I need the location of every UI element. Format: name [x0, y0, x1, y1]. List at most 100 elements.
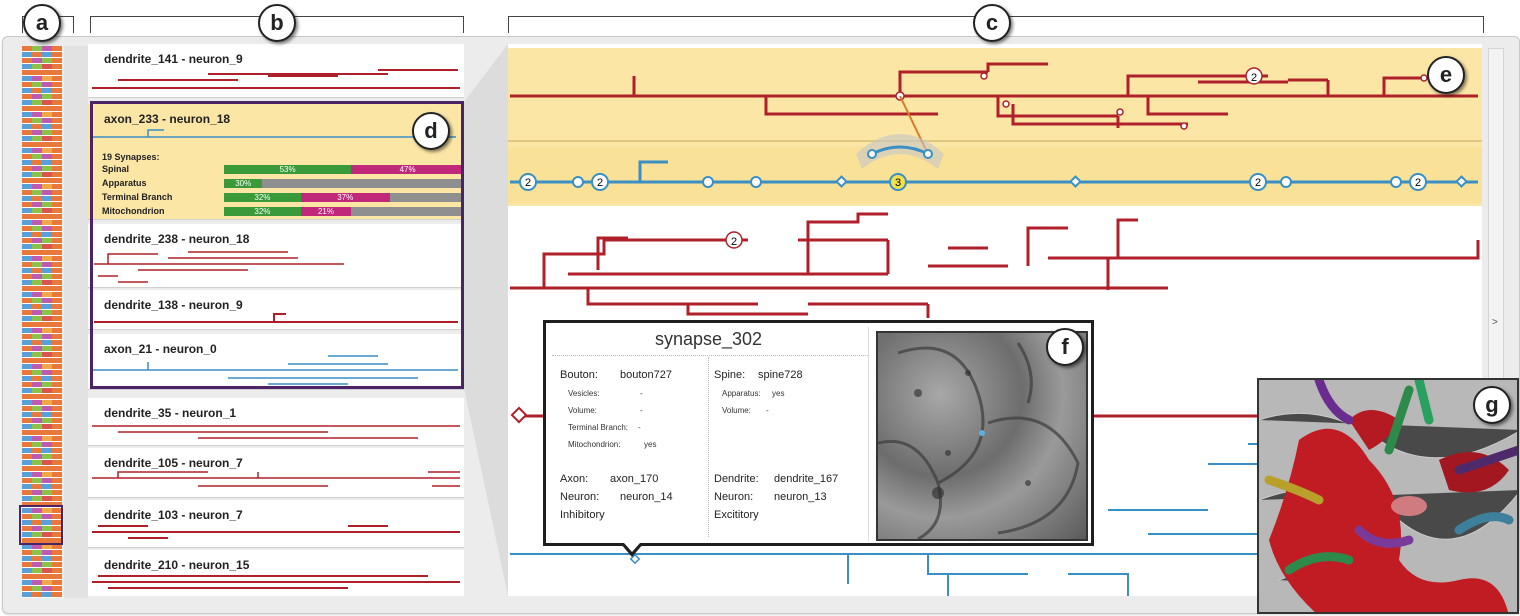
mitochondrion-label: Mitochondrion: [568, 440, 621, 449]
synapse-stat-bar: 32%37% [224, 193, 464, 202]
neuron-value: neuron_14 [620, 491, 673, 503]
list-item[interactable]: dendrite_141 - neuron_9 [88, 44, 464, 98]
overview-connector [64, 46, 88, 598]
list-item[interactable]: dendrite_238 - neuron_18 [88, 224, 464, 288]
overview-column [32, 46, 42, 598]
scroll-right-icon[interactable]: > [1492, 317, 1498, 328]
postsynaptic-type: Excititory [714, 509, 759, 521]
tooltip-pointer [620, 543, 644, 557]
synapse-count: 19 Synapses: [102, 152, 160, 162]
axon-label: Axon: [560, 473, 589, 485]
vesicles-label: Vesicles: [568, 389, 600, 398]
bouton-label: Bouton: [560, 369, 598, 381]
axon-glyph [92, 129, 456, 138]
dendrite-glyph [92, 425, 460, 439]
list-item[interactable]: dendrite_103 - neuron_7 [88, 500, 464, 548]
axon-path [510, 145, 1478, 184]
3d-reconstruction-view[interactable] [1257, 378, 1519, 614]
list-item-title: axon_21 - neuron_0 [104, 342, 217, 356]
overview-strip[interactable] [22, 46, 64, 598]
overview-column [22, 46, 32, 598]
node-count: 2 [1415, 177, 1421, 189]
synapse-stat-bar: 53%47% [224, 165, 464, 174]
label-a: a [23, 4, 61, 42]
dendrite-label: Dendrite: [714, 473, 759, 485]
bouton-value: bouton727 [620, 369, 672, 381]
node-count: 2 [1255, 177, 1261, 189]
dendrite-glyph [92, 525, 460, 539]
list-item-title: dendrite_103 - neuron_7 [104, 508, 243, 522]
list-item-title: dendrite_210 - neuron_15 [104, 558, 250, 572]
list-item[interactable]: dendrite_105 - neuron_7 [88, 448, 464, 498]
presynaptic-type: Inhibitory [560, 509, 605, 521]
synapse-stat-label: Spinal [102, 164, 130, 174]
dendrite-path-lower [510, 212, 1480, 318]
em-image [876, 331, 1088, 541]
synapse-tooltip: synapse_302 Bouton: bouton727 Vesicles: … [543, 320, 1094, 546]
spine-label: Spine: [714, 369, 746, 381]
label-f: f [1046, 328, 1084, 366]
axon-value: axon_170 [610, 473, 659, 485]
spine-volume-value: - [766, 406, 769, 415]
label-g: g [1473, 386, 1511, 424]
label-b: b [258, 4, 296, 42]
synapse-stat-segment: 30% [224, 179, 263, 188]
volume-label: Volume: [568, 406, 597, 415]
synapse-stat-row: Apparatus 30% [102, 178, 464, 189]
synapse-stat-row: Terminal Branch 32%37% [102, 192, 464, 203]
synapse-stat-row: Mitochondrion 32%21% [102, 206, 464, 217]
apparatus-label: Apparatus: [722, 389, 761, 398]
neuron-label: Neuron: [560, 491, 600, 503]
mitochondrion-value: yes [644, 440, 657, 449]
dendrite-value: dendrite_167 [774, 473, 839, 485]
synapse-stat-label: Mitochondrion [102, 206, 165, 216]
dendrite-glyph [92, 575, 460, 589]
synapse-stat-segment: 32% [224, 207, 301, 216]
synapse-stat-row: Spinal 53%47% [102, 164, 464, 175]
synapse-stat-segment: 53% [224, 165, 352, 174]
terminal-branch-value: - [638, 423, 641, 432]
spine-volume-label: Volume: [722, 406, 751, 415]
tooltip-title: synapse_302 [654, 329, 763, 349]
segment-list: dendrite_141 - neuron_9 axon_233 - neuro… [88, 44, 464, 596]
list-item-expanded[interactable]: axon_233 - neuron_18 19 Synapses: Spinal… [88, 104, 464, 220]
list-item-title: dendrite_141 - neuron_9 [104, 52, 243, 66]
detail-connector [464, 44, 508, 596]
segment-detail-canvas[interactable]: 2 2 2 3 2 2 [508, 44, 1482, 596]
list-item-title: dendrite_238 - neuron_18 [104, 232, 250, 246]
synapse-stat-bar: 32%21% [224, 207, 464, 216]
neuron-label: Neuron: [714, 491, 754, 503]
3d-reconstruction [1259, 380, 1517, 612]
synapse-stat-segment: 32% [224, 193, 301, 202]
list-item-title: dendrite_35 - neuron_1 [104, 406, 237, 420]
volume-value: - [640, 406, 643, 415]
node-count: 3 [895, 177, 901, 189]
neuron-value: neuron_13 [774, 491, 827, 503]
dendrite-glyph [92, 69, 460, 89]
axon-glyph [92, 355, 458, 385]
synapse-stat-label: Terminal Branch [102, 192, 173, 202]
list-item-title: axon_233 - neuron_18 [104, 112, 231, 126]
label-d: d [412, 112, 450, 150]
node-count: 2 [525, 177, 531, 189]
overview-selection[interactable] [19, 505, 63, 545]
overview-column [42, 46, 52, 598]
list-selection-frame [90, 101, 464, 389]
list-item[interactable]: dendrite_35 - neuron_1 [88, 398, 464, 446]
em-texture [878, 342, 1080, 539]
synapse-stat-segment: 47% [351, 165, 464, 174]
label-c: c [973, 4, 1011, 42]
terminal-branch-label: Terminal Branch: [568, 423, 629, 432]
dendrite-glyph [94, 313, 458, 323]
vesicles-value: - [640, 389, 643, 398]
list-item[interactable]: axon_21 - neuron_0 [88, 334, 464, 390]
synapse-stat-label: Apparatus [102, 178, 147, 188]
list-item-title: dendrite_138 - neuron_9 [104, 298, 243, 312]
node-count: 2 [1251, 72, 1257, 84]
synapse-stat-bar: 30% [224, 179, 464, 188]
list-item[interactable]: dendrite_138 - neuron_9 [88, 290, 464, 330]
list-item[interactable]: dendrite_210 - neuron_15 [88, 550, 464, 596]
node-count: 2 [731, 236, 737, 248]
spine-value: spine728 [758, 369, 803, 381]
label-e: e [1427, 56, 1465, 94]
